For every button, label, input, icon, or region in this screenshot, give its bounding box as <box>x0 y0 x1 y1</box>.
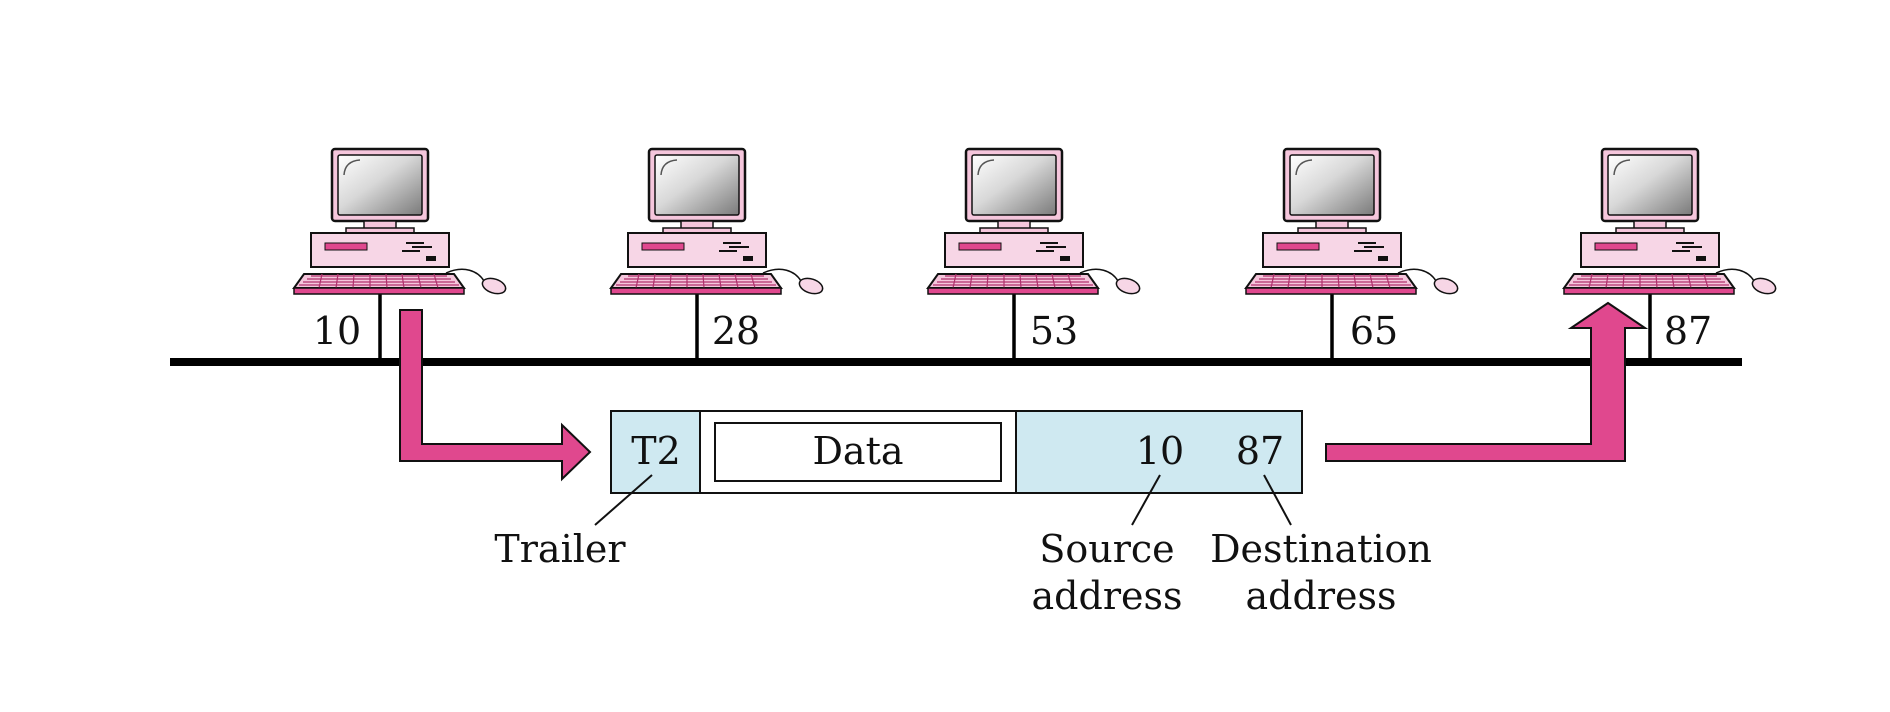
computer-icon <box>1244 147 1461 298</box>
send-arrow <box>399 309 592 482</box>
station-address-label: 10 <box>313 309 361 353</box>
data-inner-box <box>714 422 1002 482</box>
destination-annotation-line2: address <box>1246 574 1397 618</box>
computer-icon <box>1562 147 1779 298</box>
computer-icon <box>926 147 1143 298</box>
trailer-callout-line <box>594 474 653 526</box>
trailer-field <box>610 410 701 494</box>
computer-icon <box>609 147 826 298</box>
destination-address-value: 87 <box>1236 429 1284 473</box>
receive-arrow <box>1325 301 1649 462</box>
source-annotation-line1: Source <box>1039 527 1174 571</box>
station-address-label: 53 <box>1030 309 1078 353</box>
destination-callout-line <box>1263 474 1292 526</box>
trailer-value: T2 <box>631 429 681 473</box>
frame <box>610 410 1303 494</box>
source-address-value: 10 <box>1136 429 1184 473</box>
destination-annotation-line1: Destination <box>1210 527 1432 571</box>
source-callout-line <box>1131 474 1161 526</box>
station-address-label: 28 <box>712 309 760 353</box>
source-annotation-line2: address <box>1032 574 1183 618</box>
station-address-label: 65 <box>1350 309 1398 353</box>
computer-icon <box>292 147 509 298</box>
trailer-annotation: Trailer <box>494 527 626 571</box>
data-label: Data <box>812 429 903 473</box>
station-address-label: 87 <box>1664 309 1712 353</box>
header-field <box>1015 410 1303 494</box>
